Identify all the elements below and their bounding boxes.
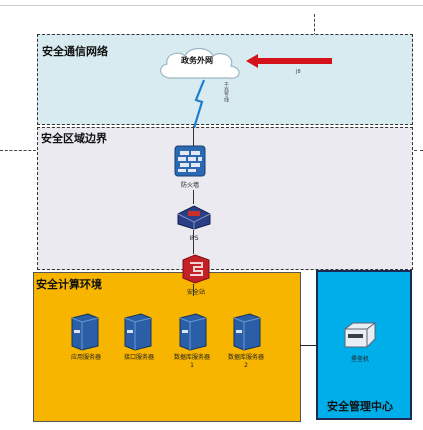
link-gw-servers	[193, 284, 194, 296]
security-gateway-label: 安全站	[186, 289, 205, 296]
link-line-vertical	[193, 126, 194, 146]
top-vertical-dash	[314, 14, 315, 36]
red-arrow-icon	[246, 54, 332, 68]
zone-secure-comm-label: 安全通信网络	[42, 45, 108, 58]
db-server1-icon	[179, 313, 207, 351]
zone-secure-boundary-label: 安全区域边界	[41, 132, 107, 145]
zone-secure-boundary	[37, 127, 413, 270]
app-server-label: 应用服务器	[70, 354, 101, 361]
link-ips-gw	[193, 230, 194, 254]
ips-label: IPS	[178, 235, 210, 243]
db-server1-label: 数据库服务器1	[174, 354, 211, 369]
cloud-label: 政务外网	[181, 56, 213, 65]
app-server-icon	[71, 313, 99, 351]
db-server2-label: 数据库服务器2	[228, 354, 265, 369]
arrow-label: J8	[296, 69, 301, 75]
security-gateway-icon	[182, 254, 210, 284]
db-server2-icon	[233, 313, 261, 351]
firewall-label: 防火墙	[180, 182, 199, 189]
zone-secure-comm-network	[37, 34, 413, 125]
link-fw-ips	[193, 190, 194, 204]
bastion-host-icon	[344, 322, 376, 348]
link-label: 千兆专线	[223, 82, 229, 102]
link-compute-mgmt	[300, 345, 316, 346]
cloud-icon	[160, 47, 240, 79]
zone-secure-compute-label: 安全计算环境	[36, 278, 102, 291]
bastion-host-label: 堡垒机	[350, 356, 369, 363]
right-dash-line	[414, 150, 423, 151]
interface-server-icon	[124, 313, 152, 351]
interface-server-label: 接口服务器	[123, 354, 154, 361]
top-divider	[0, 5, 423, 6]
zone-secure-mgmt-label: 安全管理中心	[327, 400, 393, 413]
firewall-icon	[174, 145, 206, 177]
lightning-link-icon	[192, 79, 206, 129]
ips-icon	[177, 205, 211, 230]
left-dash-line	[0, 150, 36, 151]
